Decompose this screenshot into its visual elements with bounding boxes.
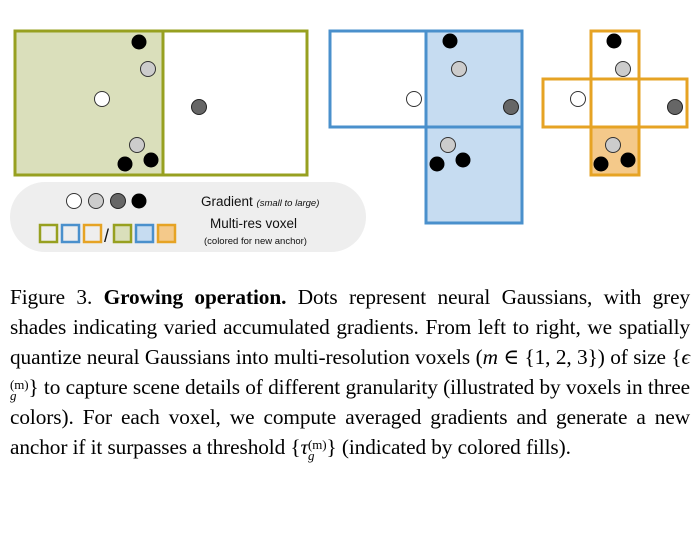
gaussian-dot-large <box>620 152 636 168</box>
legend-swatch-level2-outline <box>60 223 81 244</box>
caption-text: } to capture scene details of different … <box>10 375 690 459</box>
gaussian-dot-large <box>442 33 458 49</box>
gaussian-dot-large <box>606 33 622 49</box>
voxel-level1-filled <box>13 29 165 177</box>
voxel-level2-filled <box>424 29 524 129</box>
math-tau: τ <box>300 435 309 459</box>
growing-operation-figure: Gradient (small to large) / Multi-res vo… <box>10 29 689 252</box>
voxel-level1-empty <box>161 29 309 177</box>
figure-caption: Figure 3. Growing operation. Dots repres… <box>10 282 690 462</box>
panel-level-1 <box>13 29 309 177</box>
gaussian-dot-large <box>131 34 147 50</box>
gaussian-dot-small <box>406 91 422 107</box>
voxel-level2-filled <box>424 125 524 225</box>
math-m: m <box>482 345 498 369</box>
gaussian-dot-mid <box>503 99 519 115</box>
gaussian-dot-light <box>615 61 631 77</box>
caption-text: Dots represent neural Gaussians, with gr… <box>10 285 690 369</box>
gaussian-dot-small <box>94 91 110 107</box>
gaussian-dot-light <box>605 137 621 153</box>
legend-gradient-label: Gradient (small to large) <box>201 194 319 209</box>
gaussian-dot-small <box>570 91 586 107</box>
legend-voxel-label: Multi-res voxel <box>210 216 297 231</box>
legend-swatch-level3-outline <box>82 223 103 244</box>
legend-dot-small <box>66 193 82 209</box>
legend-swatch-separator: / <box>104 226 109 246</box>
gaussian-dot-light <box>440 137 456 153</box>
gaussian-dot-mid <box>191 99 207 115</box>
voxel-level3-empty <box>637 77 689 129</box>
voxel-level2-empty <box>328 29 428 129</box>
gaussian-dot-large <box>593 156 609 172</box>
legend-swatch-level2-filled <box>134 223 155 244</box>
legend-swatch-level1-outline <box>38 223 59 244</box>
gaussian-dot-light <box>451 61 467 77</box>
gaussian-dot-large <box>117 156 133 172</box>
legend-swatch-level1-filled <box>112 223 133 244</box>
gaussian-dot-light <box>129 137 145 153</box>
math-epsilon-scripts: (m)g <box>10 377 29 403</box>
legend-dot-light <box>88 193 104 209</box>
caption-text: } (indicated by colored fills). <box>326 435 571 459</box>
caption-title: Growing operation. <box>103 285 287 309</box>
caption-text: ) of size { <box>597 345 682 369</box>
voxel-level3-empty <box>589 77 641 129</box>
legend-dot-large <box>131 193 147 209</box>
math-epsilon: ϵ <box>681 345 691 369</box>
gaussian-dot-light <box>140 61 156 77</box>
gaussian-dot-mid <box>667 99 683 115</box>
math-tau-scripts: (m)g <box>308 437 327 463</box>
gaussian-dot-large <box>429 156 445 172</box>
legend-swatch-level3-filled <box>156 223 177 244</box>
legend-dot-mid <box>110 193 126 209</box>
panel-level-2 <box>328 29 524 225</box>
gaussian-dot-large <box>143 152 159 168</box>
gaussian-dot-large <box>455 152 471 168</box>
math-set: ∈ {1, 2, 3} <box>497 345 598 369</box>
panel-level-3 <box>541 29 689 177</box>
legend: Gradient (small to large) / Multi-res vo… <box>10 182 366 252</box>
caption-label: Figure 3. <box>10 285 93 309</box>
legend-voxel-note: (colored for new anchor) <box>204 236 307 247</box>
